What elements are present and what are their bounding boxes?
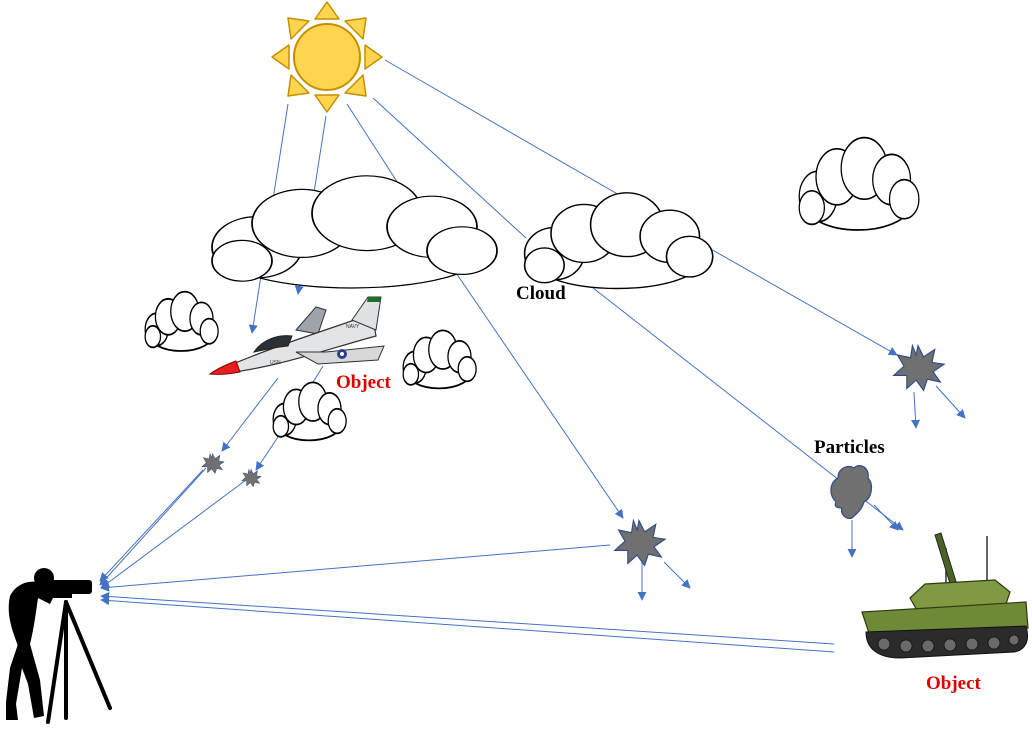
cloud-small-left (144, 290, 220, 352)
light-ray (221, 377, 279, 452)
particle-burst-icon (201, 453, 225, 474)
light-ray (701, 243, 898, 356)
light-ray (911, 391, 921, 429)
sun-icon (271, 1, 383, 113)
light-ray (100, 592, 835, 645)
light-ray (255, 433, 281, 471)
light-ray (935, 385, 966, 419)
tank-icon (861, 532, 1029, 659)
particle-burst-icon (893, 345, 945, 391)
aircraft-nose-marking: USN (270, 360, 281, 366)
particle-plume-icon (830, 465, 873, 519)
light-ray (99, 469, 204, 582)
tank-object-label: Object (926, 673, 981, 694)
particle-burst-icon (614, 520, 666, 566)
light-ray (100, 596, 835, 653)
particles-label: Particles (814, 437, 885, 458)
cloud-label: Cloud (516, 283, 566, 304)
aircraft-tail-marking: NAVY (346, 324, 360, 330)
cloud-large-left (210, 174, 499, 290)
camera-operator-icon (6, 568, 112, 724)
light-ray (384, 59, 641, 208)
light-rays (99, 59, 966, 653)
light-ray (100, 479, 247, 589)
light-ray (99, 467, 207, 586)
cloud-top-right (798, 136, 920, 231)
light-ray (663, 561, 691, 589)
cloud-small-right (402, 329, 477, 390)
light-ray (372, 97, 527, 239)
light-ray (100, 544, 611, 592)
jet-aircraft-icon: NAVY USN (208, 296, 385, 375)
aircraft-object-label: Object (336, 372, 391, 393)
light-ray (873, 504, 899, 531)
cloud-large-center (523, 191, 714, 290)
light-ray (449, 263, 624, 519)
particle-burst-icon (241, 468, 262, 488)
